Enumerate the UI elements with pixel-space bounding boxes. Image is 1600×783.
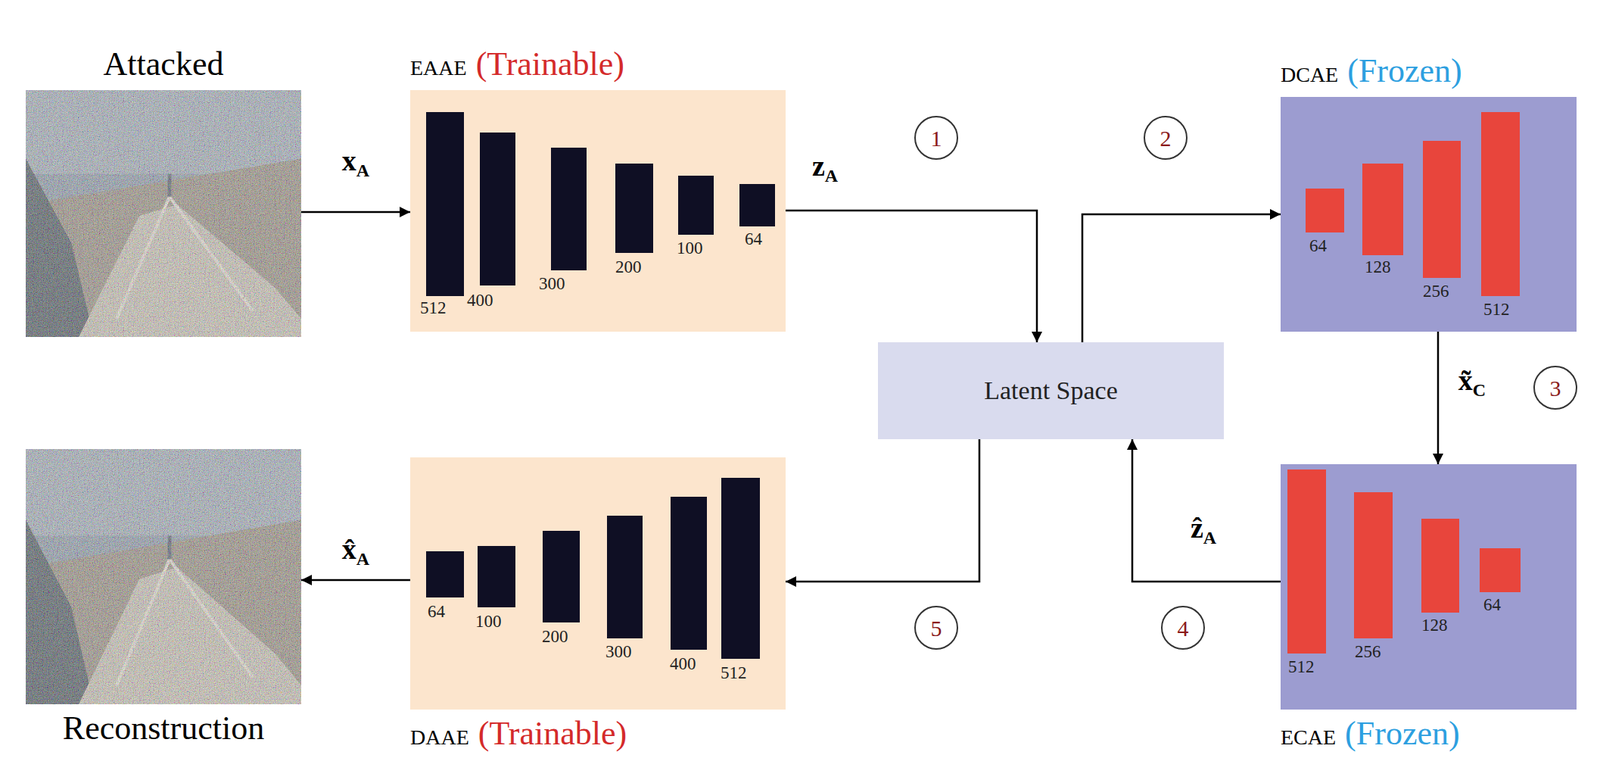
callout-number: 4 <box>1177 615 1190 641</box>
node-title: EAAE <box>410 56 467 80</box>
flow-arrow <box>301 211 411 214</box>
layer-bar <box>426 112 464 296</box>
step-circle <box>915 116 958 159</box>
title-group: DAAE (Trainable) <box>410 715 627 752</box>
layer-size: 64 <box>1309 236 1327 256</box>
signal-label: x̂A <box>339 533 372 569</box>
layer-size: 400 <box>466 290 494 310</box>
signal-label: zA <box>809 150 841 186</box>
image-node: Attacked <box>25 90 302 337</box>
layer-size: 400 <box>669 653 697 673</box>
title-group: DCAE (Frozen) <box>1280 52 1463 90</box>
title-group: Reconstruction <box>25 709 302 747</box>
signal-label: x̃C <box>1456 364 1488 400</box>
layer-size: 100 <box>475 611 502 631</box>
callout-number: 3 <box>1550 375 1562 401</box>
layer-bar <box>1421 518 1460 613</box>
image-node: Reconstruction <box>25 448 302 704</box>
attacked-image <box>25 90 302 337</box>
latent-box: Latent Space <box>877 342 1224 439</box>
node-title: DCAE <box>1280 62 1339 87</box>
node-status: (Trainable) <box>476 45 625 83</box>
layer-bar <box>1305 188 1345 233</box>
layer-bar <box>721 477 760 659</box>
layer-bar <box>607 515 643 639</box>
step-circle <box>915 606 958 649</box>
layer-size: 200 <box>541 626 569 646</box>
layer-bar <box>426 550 464 598</box>
layer-bar <box>615 163 654 253</box>
node-title: ECAE <box>1280 725 1336 749</box>
layer-size: 256 <box>1354 641 1382 661</box>
flow-arrow <box>1082 214 1281 343</box>
layer-bar <box>1479 547 1521 592</box>
layer-size: 512 <box>1288 656 1315 676</box>
layer-bar <box>1354 491 1393 639</box>
layer-size: 64 <box>427 601 446 621</box>
layer-size: 128 <box>1421 615 1448 635</box>
layer-size: 64 <box>1483 594 1501 614</box>
layer-bar <box>1287 469 1327 654</box>
layer-size: 64 <box>744 229 763 249</box>
title-group: Attacked <box>25 46 302 83</box>
step-circle <box>1534 366 1577 409</box>
layer-size: 256 <box>1422 281 1450 301</box>
layer-size: 200 <box>615 257 642 277</box>
node-title: Latent Space <box>983 376 1118 405</box>
layer-size: 512 <box>720 663 748 682</box>
step-circle <box>1161 606 1205 649</box>
node-title: Reconstruction <box>62 709 265 747</box>
node-status: (Frozen) <box>1344 714 1460 752</box>
layer-size: 100 <box>676 238 704 258</box>
encoder-panel: EAAE(Trainable) <box>410 90 786 332</box>
signal-label: ẑA <box>1188 512 1219 548</box>
layer-bar <box>542 530 580 623</box>
title-group: EAAE (Trainable) <box>410 46 625 83</box>
layer-bar <box>739 183 776 227</box>
layer-size: 300 <box>538 273 566 293</box>
callout-number: 2 <box>1160 125 1172 151</box>
layer-bar <box>1481 112 1520 296</box>
layer-bar <box>550 147 587 271</box>
layer-bar <box>479 132 516 286</box>
title-group: ECAE (Frozen) <box>1280 715 1460 752</box>
layer-bar <box>670 496 707 650</box>
callout-number: 5 <box>930 615 943 641</box>
reconstruction-image <box>25 448 302 704</box>
node-title: Attacked <box>103 45 225 83</box>
node-title: DAAE <box>410 725 470 749</box>
layer-bar <box>1422 140 1461 278</box>
step-circle <box>1144 116 1187 159</box>
layer-size: 512 <box>1483 299 1510 319</box>
node-status: (Trainable) <box>478 714 627 752</box>
title-group: Latent Space <box>877 376 1224 405</box>
layer-bar <box>1362 163 1404 256</box>
signal-label: xA <box>339 145 372 181</box>
flow-arrow <box>1132 438 1281 582</box>
flow-arrow <box>785 210 1037 343</box>
node-status: (Frozen) <box>1347 52 1463 90</box>
flow-arrow <box>301 578 411 582</box>
layer-bar <box>477 545 516 608</box>
layer-bar <box>678 175 714 235</box>
layer-size: 512 <box>420 298 447 318</box>
flow-arrow <box>785 438 980 582</box>
callout-number: 1 <box>930 125 943 151</box>
flow-arrow <box>1437 331 1440 464</box>
layer-size: 128 <box>1364 257 1392 277</box>
layer-size: 300 <box>605 641 632 661</box>
